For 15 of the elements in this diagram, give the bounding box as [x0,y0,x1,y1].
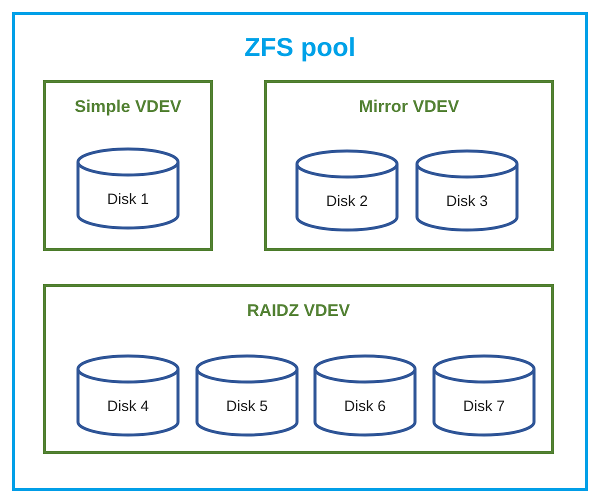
disk-label: Disk 7 [462,398,506,415]
disk-label: Disk 3 [445,193,489,210]
disk-label: Disk 4 [106,398,150,415]
vdev-title: Simple VDEV [74,97,182,116]
vdev-box [43,80,213,251]
vdev-title: Mirror VDEV [358,97,460,116]
vdev-title: RAIDZ VDEV [247,301,350,320]
pool-title: ZFS pool [244,32,356,62]
disk-label: Disk 1 [106,191,150,208]
disk-label: Disk 6 [343,398,387,415]
vdev-box [43,284,554,454]
disk-label: Disk 2 [325,193,369,210]
vdev-box [264,80,554,251]
pool-container [12,12,588,491]
disk-label: Disk 5 [225,398,269,415]
